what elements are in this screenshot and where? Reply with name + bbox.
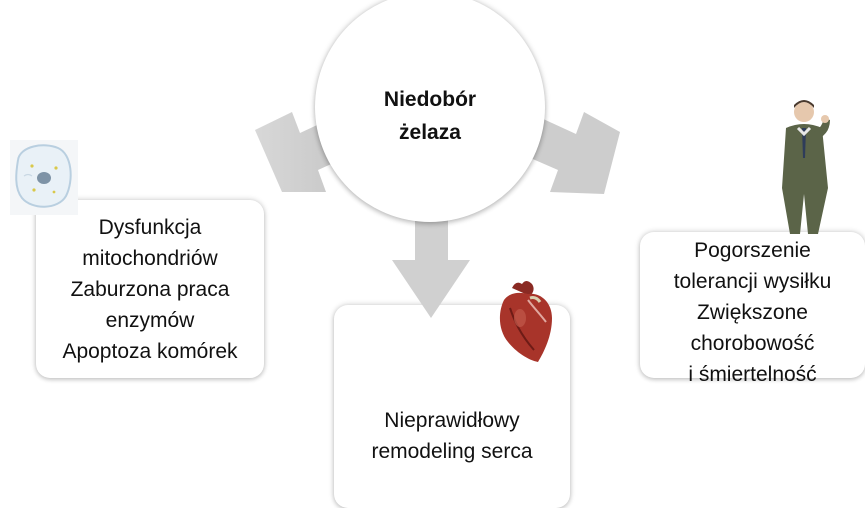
left-box-line: Apoptoza komórek [62,339,238,363]
center-box-line: Nieprawidłowy [384,409,520,432]
right-box-line: Zwiększone [697,301,808,324]
coughing-man-icon [782,100,830,234]
left-box-line: mitochondriów [82,246,218,270]
center-node: Niedobór żelaza [315,0,545,222]
right-box-line: tolerancji wysiłku [673,270,832,293]
center-node-line1: Niedobór [383,88,477,111]
left-box-line: Zaburzona praca [70,277,230,301]
heart-icon [499,281,552,362]
left-effect-box: Dysfunkcja mitochondriów Zaburzona praca… [36,200,264,378]
cell-icon [10,140,78,215]
right-box-line: Pogorszenie [694,239,811,262]
arrow-down-shape [392,208,470,318]
right-box-line: i śmiertelność [688,363,817,386]
left-box-line: enzymów [105,308,195,332]
right-effect-box: Pogorszenie tolerancji wysiłku Zwiększon… [640,232,865,386]
left-box-line: Dysfunkcja [98,215,202,239]
center-node-line2: żelaza [399,121,461,144]
right-box-line: chorobowość [690,332,815,355]
center-box-line: remodeling serca [371,440,533,463]
